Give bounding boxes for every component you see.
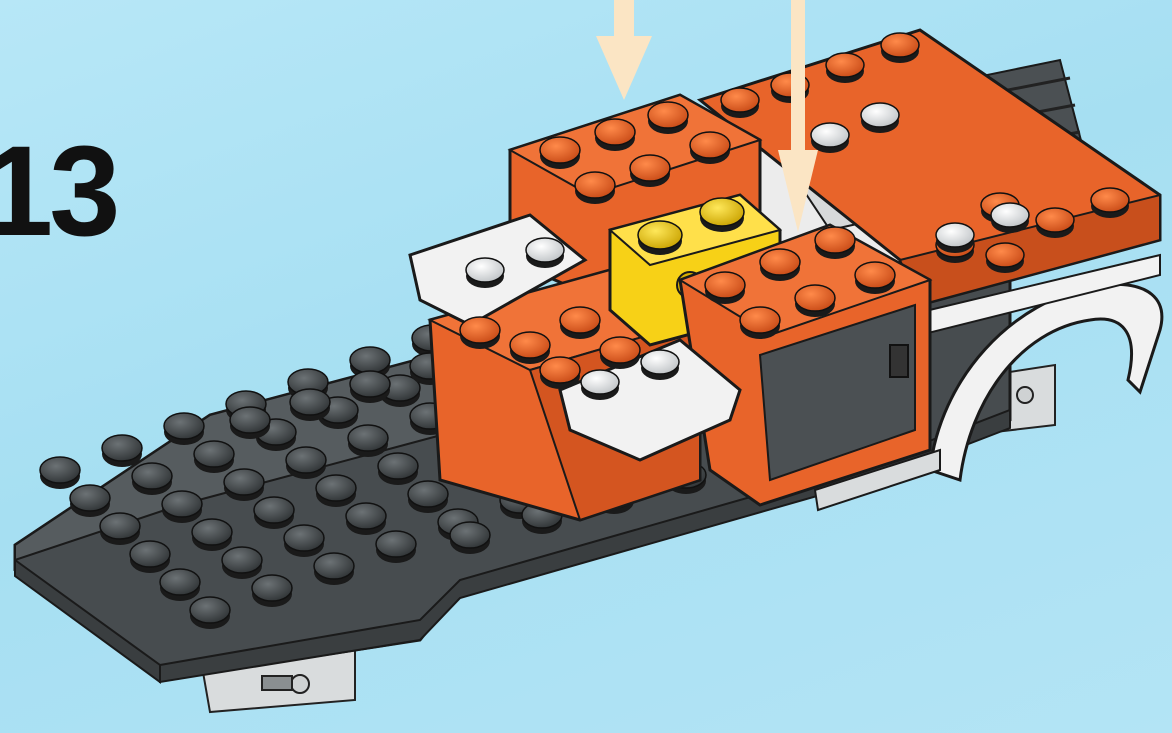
stud: [991, 203, 1029, 233]
stud: [252, 575, 292, 607]
stud: [378, 453, 418, 485]
stud: [575, 172, 615, 204]
stud: [132, 463, 172, 495]
stud: [700, 198, 744, 232]
stud: [861, 103, 899, 133]
stud: [376, 531, 416, 563]
stud: [346, 503, 386, 535]
stud: [600, 337, 640, 369]
stud: [540, 137, 580, 169]
stud: [230, 407, 270, 439]
stud: [224, 469, 264, 501]
stud: [760, 249, 800, 281]
stud: [130, 541, 170, 573]
stud: [721, 88, 759, 118]
stud: [540, 357, 580, 389]
stud: [936, 223, 974, 253]
stud: [581, 370, 619, 400]
stud: [348, 425, 388, 457]
stud: [70, 485, 110, 517]
stud: [526, 238, 564, 268]
stud: [164, 413, 204, 445]
stud: [648, 102, 688, 134]
stud: [740, 307, 780, 339]
stud: [190, 597, 230, 629]
stud: [795, 285, 835, 317]
stud: [314, 553, 354, 585]
stud: [815, 227, 855, 259]
stud: [641, 350, 679, 380]
stud: [1036, 208, 1074, 238]
stud: [986, 243, 1024, 273]
stud: [286, 447, 326, 479]
stud: [638, 221, 682, 255]
stud: [408, 481, 448, 513]
down-arrow-icon: [596, 0, 652, 100]
stud: [284, 525, 324, 557]
stud: [560, 307, 600, 339]
stud: [316, 475, 356, 507]
stud: [222, 547, 262, 579]
stud: [460, 317, 500, 349]
stud: [466, 258, 504, 288]
stud: [690, 132, 730, 164]
stud: [160, 569, 200, 601]
stud: [826, 53, 864, 83]
orange-door-brick: [680, 225, 940, 510]
stud: [162, 491, 202, 523]
stud: [595, 119, 635, 151]
stud: [192, 519, 232, 551]
stud: [194, 441, 234, 473]
stud: [100, 513, 140, 545]
stud: [102, 435, 142, 467]
stud: [290, 389, 330, 421]
stud: [1091, 188, 1129, 218]
stud: [450, 522, 490, 554]
stud: [350, 371, 390, 403]
stud: [855, 262, 895, 294]
stud: [811, 123, 849, 153]
stud: [705, 272, 745, 304]
stud: [630, 155, 670, 187]
stud: [254, 497, 294, 529]
stud: [881, 33, 919, 63]
stud: [510, 332, 550, 364]
stud: [40, 457, 80, 489]
